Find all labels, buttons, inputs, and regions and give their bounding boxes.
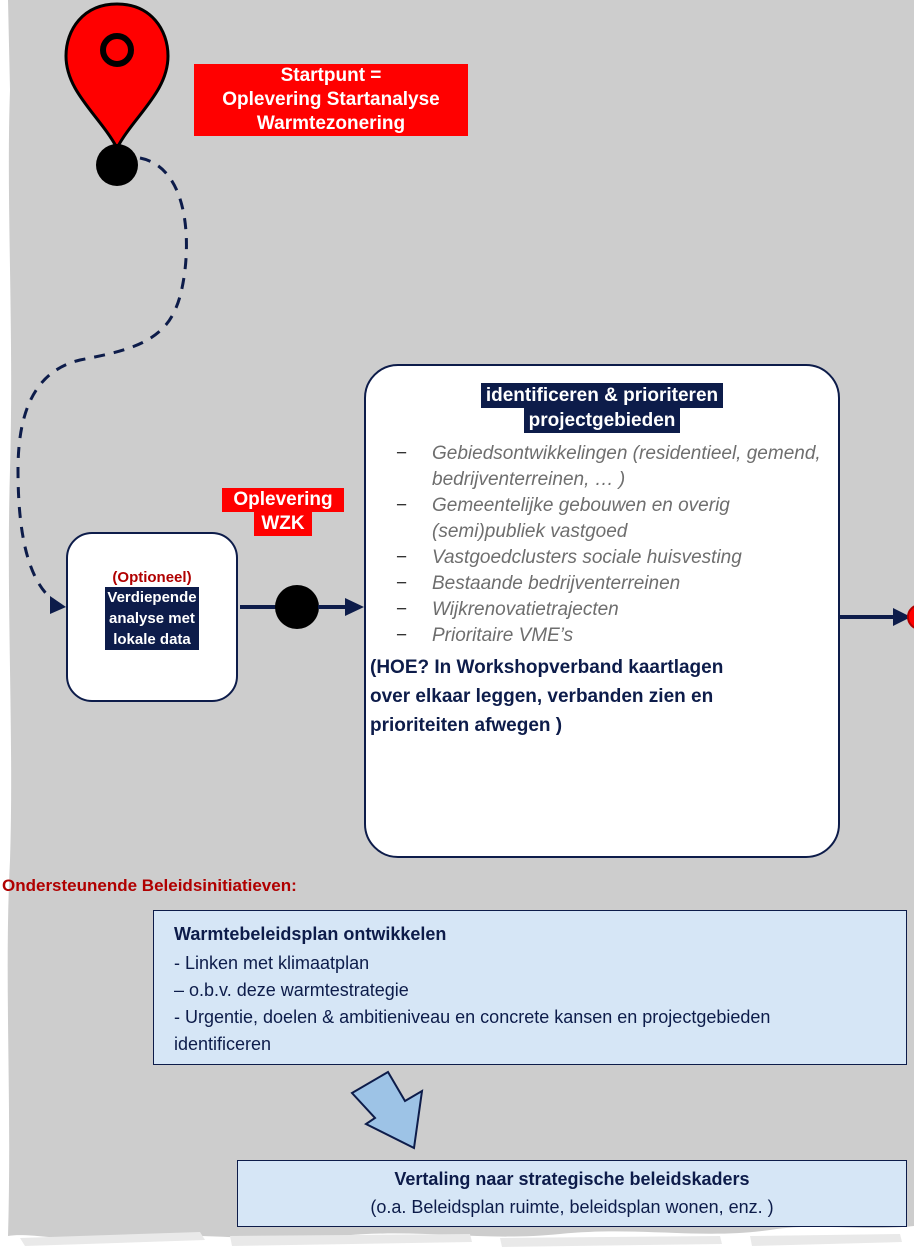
main-process-box: identificeren & prioriteren projectgebie…: [364, 364, 840, 858]
plan-line-2: – o.b.v. deze warmtestrategie: [174, 980, 409, 1000]
plan-line-3: - Urgentie, doelen & ambitieniveau en co…: [174, 1007, 771, 1054]
optional-tag: (Optioneel): [112, 569, 192, 586]
main-box-how: (HOE? In Workshopverband kaartlagen over…: [370, 657, 724, 736]
list-item: −Gemeentelijke gebouwen en overig (semi)…: [396, 495, 730, 542]
main-title-line-1: identificeren & prioriteren: [480, 383, 724, 408]
optional-line-3: lokale data: [113, 631, 191, 648]
optional-description: Verdiepende analyse met lokale data: [105, 587, 199, 650]
translation-title: Vertaling naar strategische beleidskader…: [394, 1169, 750, 1189]
support-title: Ondersteunende Beleidsinitiatieven:: [2, 876, 297, 895]
startpoint-line-3: Warmtezonering: [256, 113, 406, 134]
startpoint-line-2: Oplevering Startanalyse: [222, 89, 440, 110]
optional-line-2: analyse met: [109, 610, 195, 627]
start-dot: [96, 144, 138, 186]
delivery-wzk-label: Oplevering WZK: [222, 488, 344, 536]
optional-line-1: Verdiepende: [107, 589, 197, 606]
next-step-marker: [907, 605, 914, 629]
down-arrow-icon: [350, 1070, 424, 1150]
list-item: −Gebiedsontwikkelingen (residentieel, ge…: [396, 443, 821, 490]
list-item: −Bestaande bedrijventerreinen: [396, 573, 681, 594]
arrow-from-main-box-head: [893, 608, 911, 626]
list-item: −Prioritaire VME’s: [396, 625, 574, 646]
translation-subtitle: (o.a. Beleidsplan ruimte, beleidsplan wo…: [370, 1197, 774, 1217]
optional-analysis-box: (Optioneel) Verdiepende analyse met loka…: [66, 532, 238, 702]
translation-box: Vertaling naar strategische beleidskader…: [237, 1160, 907, 1227]
list-item: −Wijkrenovatietrajecten: [396, 599, 619, 620]
main-box-list: −Gebiedsontwikkelingen (residentieel, ge…: [366, 441, 838, 649]
arrow-to-main-box-head: [345, 598, 364, 616]
list-item: −Vastgoedclusters sociale huisvesting: [396, 547, 742, 568]
dashed-route-arrowhead: [50, 596, 66, 614]
milestone-dot: [275, 585, 319, 629]
delivery-wzk-line-1: Oplevering: [222, 488, 344, 512]
startpoint-line-1: Startpunt =: [268, 64, 394, 88]
startpoint-label: Startpunt = Oplevering Startanalyse Warm…: [194, 64, 468, 136]
heat-policy-plan-box: Warmtebeleidsplan ontwikkelen - Linken m…: [153, 910, 907, 1065]
plan-title: Warmtebeleidsplan ontwikkelen: [174, 924, 447, 944]
plan-line-1: - Linken met klimaatplan: [174, 953, 370, 973]
dashed-route: [16, 156, 188, 608]
main-box-title: identificeren & prioriteren projectgebie…: [366, 383, 838, 433]
main-title-line-2: projectgebieden: [523, 408, 681, 433]
delivery-wzk-line-2: WZK: [254, 512, 312, 536]
brush-strokes: [20, 1232, 902, 1247]
